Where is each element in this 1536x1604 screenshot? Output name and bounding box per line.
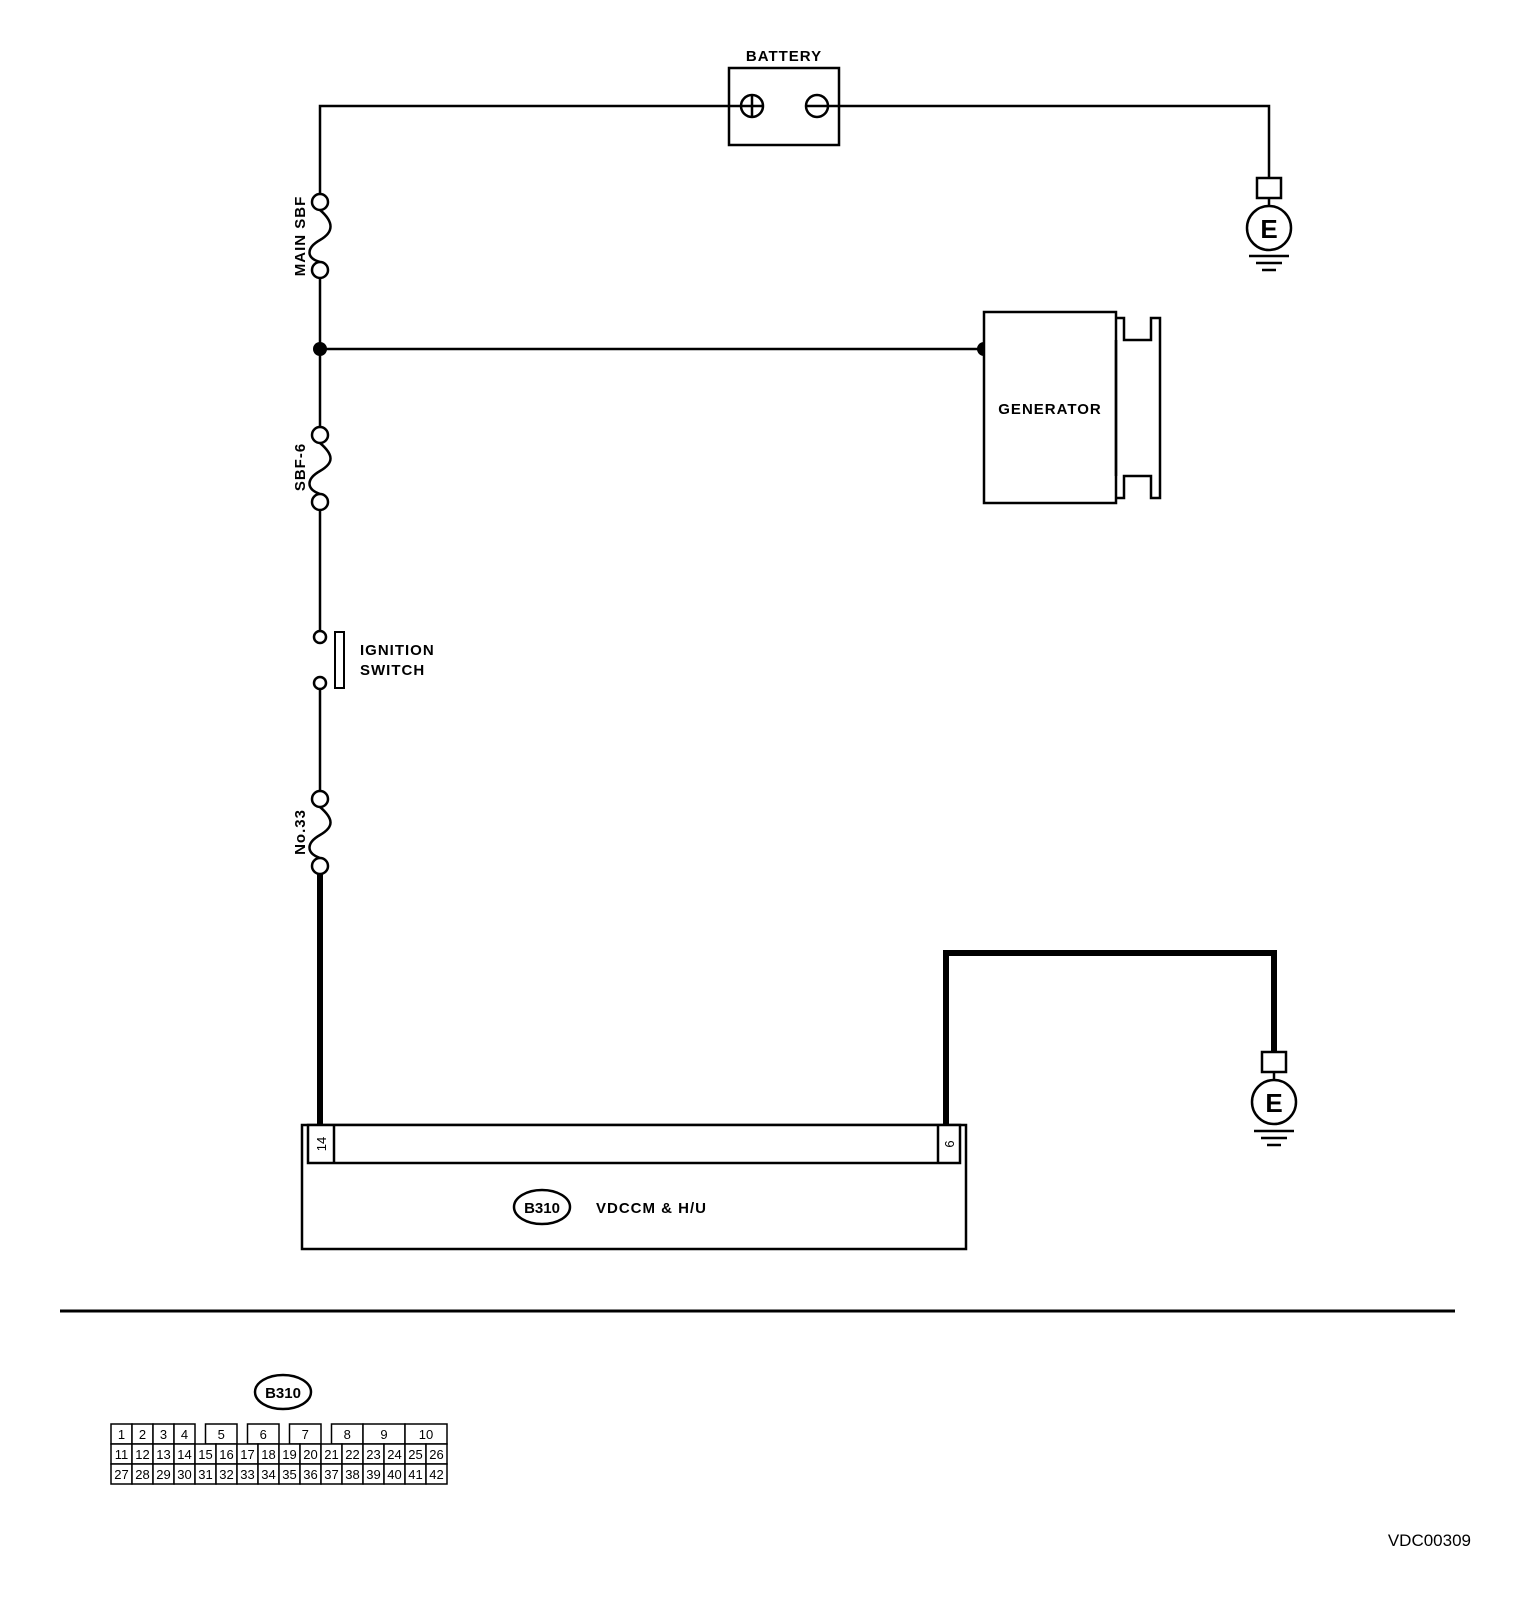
- battery-label: BATTERY: [746, 48, 822, 65]
- connector-pin-number: 1: [118, 1427, 125, 1442]
- connector-pin-number: 17: [240, 1447, 254, 1462]
- connector-pin-number: 9: [380, 1427, 387, 1442]
- connector-pin-number: 27: [114, 1467, 128, 1482]
- connector-pin-number: 31: [198, 1467, 212, 1482]
- connector-pin-number: 12: [135, 1447, 149, 1462]
- connector-pin-number: 30: [177, 1467, 191, 1482]
- connector-pin-number: 38: [345, 1467, 359, 1482]
- ground-icon: [1245, 204, 1293, 252]
- main-sbf-label: MAIN SBF: [292, 196, 309, 277]
- wire-battery-negative: [828, 104, 1271, 178]
- vdccm-module: 14 6 B310 VDCCM & H/U: [300, 1123, 968, 1251]
- battery-minus-terminal-icon: [804, 93, 830, 119]
- connector-pin-number: 11: [115, 1447, 129, 1462]
- ignition-switch-label-line1: IGNITION: [360, 642, 435, 659]
- connector-code-label: B310: [524, 1200, 560, 1217]
- connector-pin-number: 7: [302, 1427, 309, 1442]
- main-sbf-fuse: MAIN SBF: [292, 192, 332, 280]
- sbf6-label: SBF-6: [292, 443, 309, 491]
- connector-pin-number: 10: [419, 1427, 433, 1442]
- generator: GENERATOR: [982, 310, 1162, 505]
- battery-plus-terminal-icon: [739, 93, 765, 119]
- connector-pin-number: 2: [139, 1427, 146, 1442]
- connector-pin-number: 32: [219, 1467, 233, 1482]
- sbf6-fuse: SBF-6: [292, 425, 332, 512]
- connector-pin-number: 35: [282, 1467, 296, 1482]
- connector-pin-number: 4: [181, 1427, 188, 1442]
- wire-pin6-to-ground: [943, 950, 1277, 1125]
- connector-pin-number: 3: [160, 1427, 167, 1442]
- connector-pin-number: 24: [387, 1447, 401, 1462]
- connector-pin-number: 41: [408, 1467, 422, 1482]
- connector-pin-number: 29: [156, 1467, 170, 1482]
- connector-pin-number: 8: [344, 1427, 351, 1442]
- connector-pin-number: 40: [387, 1467, 401, 1482]
- ground-top-label: E: [1260, 214, 1277, 244]
- connector-pin-number: 34: [261, 1467, 275, 1482]
- connector-pin-number: 22: [345, 1447, 359, 1462]
- pin-6-label: 6: [942, 1140, 957, 1147]
- battery: BATTERY: [727, 48, 841, 147]
- connector-pin-number: 21: [324, 1447, 338, 1462]
- connector-pin-number: 14: [177, 1447, 191, 1462]
- ground-top: E: [1245, 176, 1293, 272]
- vdccm-module-label: VDCCM & H/U: [596, 1200, 707, 1217]
- wire-battery-positive: [318, 104, 741, 194]
- connector-pin-cell: [425, 1463, 448, 1485]
- connector-pin-number: 23: [366, 1447, 380, 1462]
- connector-view-code-label: B310: [265, 1385, 301, 1402]
- connector-pin-number: 39: [366, 1467, 380, 1482]
- connector-pin-number: 28: [135, 1467, 149, 1482]
- connector-pin-number: 18: [261, 1447, 275, 1462]
- ground-bottom: E: [1250, 1050, 1298, 1147]
- connector-view-code-badge: [253, 1373, 313, 1411]
- ignition-switch-bar: [334, 631, 345, 689]
- connector-code-badge: [512, 1188, 572, 1226]
- generator-box: [982, 310, 1118, 505]
- connector-pin-number: 5: [218, 1427, 225, 1442]
- generator-pulley-icon: [1116, 316, 1162, 500]
- generator-label: GENERATOR: [998, 401, 1101, 418]
- connector-pin-number: 20: [303, 1447, 317, 1462]
- connector-pin-number: 37: [324, 1467, 338, 1482]
- connector-pin-number: 25: [408, 1447, 422, 1462]
- connector-pin-number: 16: [219, 1447, 233, 1462]
- pin-14-label: 14: [314, 1137, 329, 1151]
- connector-pin-number: 19: [282, 1447, 296, 1462]
- connector-pin-number: 6: [260, 1427, 267, 1442]
- connector-pin-number: 33: [240, 1467, 254, 1482]
- connector-pin-number: 15: [198, 1447, 212, 1462]
- connector-pin-number: 13: [156, 1447, 170, 1462]
- vdccm-connector-strip: [306, 1123, 962, 1165]
- connector-pin-number: 36: [303, 1467, 317, 1482]
- fuse-no33: No.33: [292, 789, 332, 876]
- connector-pin-number: 26: [429, 1447, 443, 1462]
- figure-code: VDC00309: [1388, 1531, 1471, 1550]
- ignition-switch-label-line2: SWITCH: [360, 662, 425, 679]
- ground-bottom-label: E: [1265, 1088, 1282, 1118]
- ignition-switch: IGNITION SWITCH: [312, 629, 435, 691]
- ground-icon: [1250, 1078, 1298, 1126]
- fuse-no33-label: No.33: [292, 809, 309, 855]
- connector-pin-number: 42: [429, 1467, 443, 1482]
